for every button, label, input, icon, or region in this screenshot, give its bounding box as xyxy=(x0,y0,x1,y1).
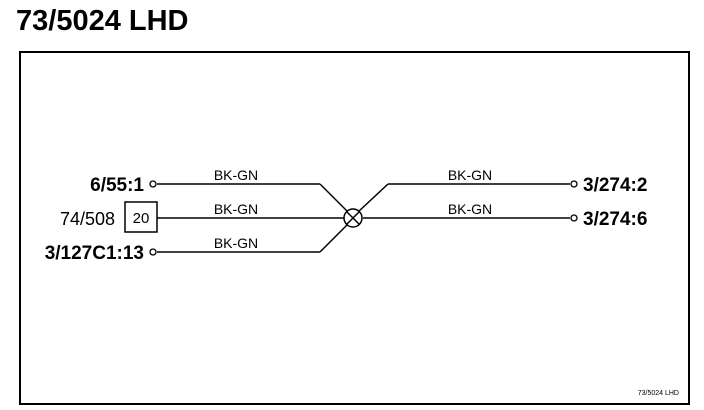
wire-label-left-top: BK-GN xyxy=(214,167,258,183)
terminal-left-top xyxy=(149,180,157,188)
wire-left-bot-diag xyxy=(319,223,349,253)
connector-box-pin: 20 xyxy=(133,210,150,227)
left-label-top: 6/55:1 xyxy=(90,175,144,196)
connector-box xyxy=(124,201,158,233)
wire-label-right-top: BK-GN xyxy=(448,167,492,183)
left-label-mid: 74/508 xyxy=(60,209,115,229)
page-title: 73/5024 LHD xyxy=(16,5,189,37)
diagram-frame xyxy=(19,51,690,405)
wire-label-right-mid: BK-GN xyxy=(448,201,492,217)
terminal-right-mid xyxy=(570,214,578,222)
wire-label-left-mid: BK-GN xyxy=(214,201,258,217)
wire-label-left-bot: BK-GN xyxy=(214,235,258,251)
left-label-bot: 3/127C1:13 xyxy=(45,243,144,264)
wire-right-top-diag xyxy=(357,183,389,213)
terminal-left-bot xyxy=(149,248,157,256)
footer-label: 73/5024 LHD xyxy=(638,390,679,397)
terminal-right-top xyxy=(570,180,578,188)
splice-icon xyxy=(343,208,363,228)
wire-left-top-diag xyxy=(319,183,349,213)
right-label-mid: 3/274:6 xyxy=(583,209,647,230)
right-label-top: 3/274:2 xyxy=(583,175,647,196)
